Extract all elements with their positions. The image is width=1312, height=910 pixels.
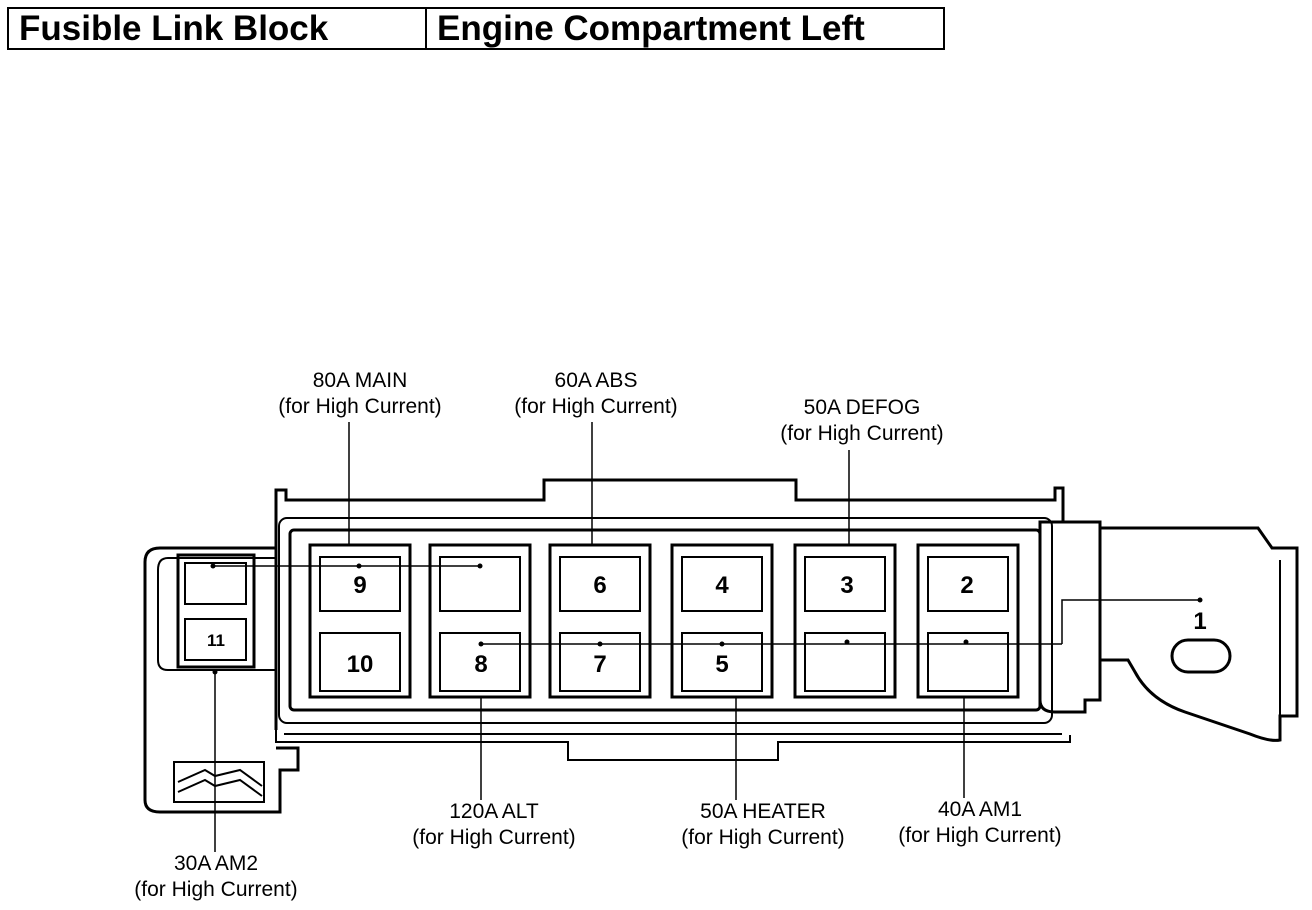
slot-number-6: 6 bbox=[593, 572, 606, 599]
fuse-slot-9 bbox=[319, 556, 401, 612]
fuse-slot-4 bbox=[681, 556, 763, 612]
fuse-slot-10 bbox=[319, 632, 401, 692]
label-main-name: 80A MAIN bbox=[313, 369, 408, 392]
slot-number-9: 9 bbox=[353, 572, 366, 599]
label-abs-name: 60A ABS bbox=[555, 369, 638, 392]
fuse-slot-2 bbox=[927, 556, 1009, 612]
label-am2-name: 30A AM2 bbox=[174, 852, 258, 875]
slot-number-1: 1 bbox=[1193, 608, 1206, 635]
slot-number-3: 3 bbox=[840, 572, 853, 599]
block-housing bbox=[274, 478, 1071, 761]
label-am2-note: (for High Current) bbox=[134, 878, 297, 901]
fuse-slot-6 bbox=[559, 556, 641, 612]
label-abs-note: (for High Current) bbox=[514, 395, 677, 418]
label-alt-note: (for High Current) bbox=[412, 826, 575, 849]
slot-number-5: 5 bbox=[715, 651, 728, 678]
slot-number-10: 10 bbox=[347, 651, 374, 678]
title-component: Fusible Link Block bbox=[9, 9, 427, 48]
slot-number-7: 7 bbox=[593, 651, 606, 678]
fuse-group-am2 bbox=[176, 553, 256, 669]
title-bar: Fusible Link Block Engine Compartment Le… bbox=[7, 7, 945, 50]
fuse-slot-5 bbox=[681, 632, 763, 692]
leader-lines bbox=[214, 422, 965, 852]
slot-number-2: 2 bbox=[960, 572, 973, 599]
label-alt-name: 120A ALT bbox=[449, 800, 539, 823]
fuse-slot-unlabeled-top bbox=[439, 556, 521, 612]
label-main-note: (for High Current) bbox=[278, 395, 441, 418]
label-defog-note: (for High Current) bbox=[780, 422, 943, 445]
fuse-slot-3 bbox=[804, 556, 886, 612]
label-defog-name: 50A DEFOG bbox=[804, 396, 921, 419]
slot-number-8: 8 bbox=[474, 651, 487, 678]
fuse-slot-8 bbox=[439, 632, 521, 692]
fuse-slot-7 bbox=[559, 632, 641, 692]
label-heater-name: 50A HEATER bbox=[700, 800, 826, 823]
fuse-slot-am1 bbox=[927, 632, 1009, 692]
fuse-slots bbox=[319, 556, 1009, 692]
title-location: Engine Compartment Left bbox=[437, 9, 865, 48]
mounting-hole bbox=[1170, 638, 1232, 674]
label-heater-note: (for High Current) bbox=[681, 826, 844, 849]
label-am1-note: (for High Current) bbox=[898, 824, 1061, 847]
label-am1-name: 40A AM1 bbox=[938, 798, 1022, 821]
fuse-slot-unlabeled-bottom bbox=[804, 632, 886, 692]
fuse-frames bbox=[308, 543, 1020, 699]
right-bracket bbox=[1038, 520, 1299, 742]
slot-number-11: 11 bbox=[207, 631, 225, 650]
slot-number-4: 4 bbox=[715, 572, 729, 599]
